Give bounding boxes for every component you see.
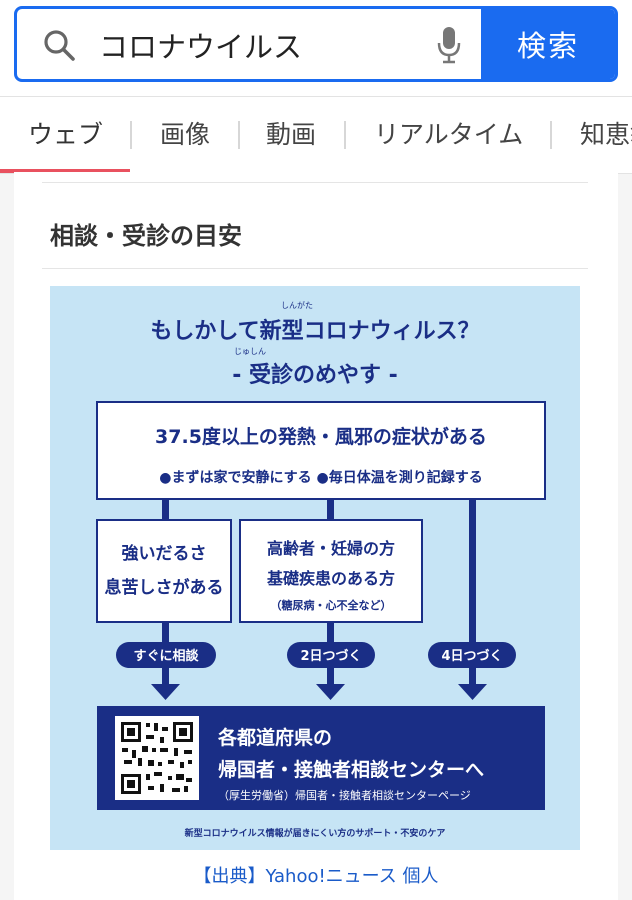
title-ruby: しんがた	[281, 300, 313, 310]
arrow-down-icon	[151, 684, 180, 700]
severe-line-1: 強いだるさ	[122, 543, 207, 564]
label-pill	[287, 642, 375, 668]
advice-text: ●まずは家で安静にする ●毎日体温を測り記録する	[159, 469, 482, 486]
center-subtitle: （厚生労働省）帰国者・接触者相談センターページ	[218, 788, 471, 802]
symptom-box	[96, 401, 546, 500]
tab-web[interactable]: ウェブ	[28, 120, 104, 149]
high-risk-line-1: 高齢者・妊婦の方	[267, 539, 395, 558]
label-2-days: 2日つづく	[300, 648, 361, 664]
tab-divider	[550, 121, 552, 149]
tab-realtime[interactable]: リアルタイム	[374, 120, 524, 149]
center-title-line-2: 帰国者・接触者相談センターへ	[218, 758, 484, 781]
label-pill	[116, 642, 216, 668]
connector	[469, 499, 476, 685]
severe-symptoms-box	[96, 519, 232, 623]
figure-subtitle: - 受診のめやす -	[232, 362, 398, 388]
divider	[42, 268, 588, 269]
figure-footer: 新型コロナウイルス情報が届きにくい方のサポート・不安のケア	[185, 827, 446, 839]
consultation-guide-image[interactable]: しんがた もしかして新型コロナウィルス？ じゅしん - 受診のめやす - 37.…	[50, 286, 580, 850]
tab-chiebukuro[interactable]: 知恵袋	[580, 120, 632, 149]
label-pill	[428, 642, 516, 668]
divider	[42, 182, 588, 183]
arrow-down-icon	[316, 684, 345, 700]
section-title: 相談・受診の目安	[50, 222, 242, 250]
search-input[interactable]	[99, 17, 429, 73]
high-risk-line-2: 基礎疾患のある方	[266, 569, 395, 588]
search-button[interactable]: 検索	[481, 9, 615, 79]
severe-line-2: 息苦しさがある	[105, 577, 224, 598]
high-risk-box	[239, 519, 423, 623]
search-icon	[44, 30, 75, 61]
source-link[interactable]: 【出典】Yahoo!ニュース 個人	[193, 866, 439, 887]
result-card: 相談・受診の目安 しんがた もしかして新型コロナウィルス？ じゅしん - 受診の…	[14, 172, 618, 900]
connector	[327, 499, 334, 521]
microphone-icon[interactable]	[437, 25, 461, 65]
search-tabs: ウェブ 画像 動画 リアルタイム 知恵袋	[0, 96, 632, 174]
arrow-down-icon	[458, 684, 487, 700]
tab-divider	[344, 121, 346, 149]
tab-videos[interactable]: 動画	[266, 120, 317, 149]
qr-code-pattern	[121, 722, 193, 794]
figure-title: もしかして新型コロナウィルス？	[150, 318, 479, 344]
tab-divider	[238, 121, 240, 149]
subtitle-ruby: じゅしん	[234, 347, 266, 356]
label-4-days: 4日つづく	[441, 648, 502, 664]
search-header: 検索	[0, 0, 632, 96]
symptom-text: 37.5度以上の発熱・風邪の症状がある	[155, 425, 487, 448]
connector	[162, 499, 169, 521]
center-title-line-1: 各都道府県の	[217, 726, 332, 749]
tab-divider	[130, 121, 132, 149]
high-risk-line-3: （糖尿病・心不全など）	[271, 598, 392, 612]
tab-images[interactable]: 画像	[160, 120, 211, 149]
search-box: 検索	[14, 6, 618, 82]
label-consult-now: すぐに相談	[133, 648, 199, 664]
active-tab-indicator	[0, 169, 130, 173]
